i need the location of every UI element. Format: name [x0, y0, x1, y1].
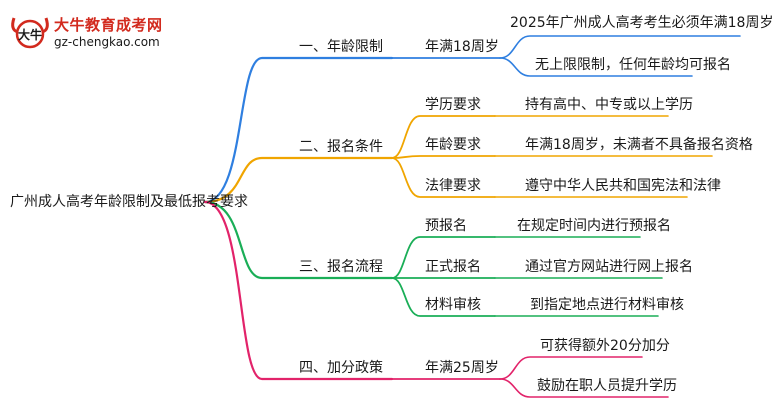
node-review: 材料审核	[425, 297, 481, 313]
node-education: 学历要求	[425, 97, 481, 113]
site-logo: 大牛 大牛教育成考网 gz-chengkao.com	[8, 10, 188, 54]
node-pre-register: 预报名	[425, 218, 467, 234]
node-formal-register: 正式报名	[425, 259, 481, 275]
logo-mark-text: 大牛	[18, 27, 42, 42]
leaf-connector	[499, 378, 669, 398]
leaf-pre-register: 在规定时间内进行预报名	[517, 218, 671, 234]
branch-process: 三、报名流程	[299, 259, 383, 275]
mindmap-connectors	[203, 35, 741, 398]
leaf-connector	[499, 35, 741, 59]
child-connector	[391, 277, 496, 317]
node-law: 法律要求	[425, 178, 481, 194]
branch-connector	[203, 56, 394, 204]
leaf-age-18-required: 2025年广州成人高考考生必须年满18周岁	[510, 15, 773, 31]
leaf-connector	[499, 57, 693, 77]
branch-connector	[203, 156, 394, 204]
leaf-review: 到指定地点进行材料审核	[530, 297, 684, 313]
branch-requirements: 二、报名条件	[299, 139, 383, 155]
leaf-connector	[499, 356, 643, 380]
leaf-no-upper-limit: 无上限限制，任何年龄均可报名	[535, 57, 731, 73]
leaf-education: 持有高中、中专或以上学历	[525, 97, 693, 113]
node-age-25: 年满25周岁	[425, 360, 499, 376]
branch-connector	[203, 200, 394, 381]
branch-bonus: 四、加分政策	[299, 360, 383, 376]
child-connector	[391, 236, 496, 279]
leaf-extra-20: 可获得额外20分加分	[540, 338, 670, 354]
root-topic: 广州成人高考年龄限制及最低报考要求	[10, 194, 248, 210]
branch-connector	[203, 200, 394, 280]
child-connector	[391, 157, 496, 198]
leaf-age-req: 年满18周岁，未满者不具备报名资格	[525, 137, 753, 153]
node-age-req: 年龄要求	[425, 137, 481, 153]
leaf-law: 遵守中华人民共和国宪法和法律	[525, 178, 721, 194]
child-connector	[391, 115, 496, 159]
site-name: 大牛教育成考网	[54, 16, 163, 34]
leaf-encourage: 鼓励在职人员提升学历	[537, 378, 677, 394]
ox-logo-icon: 大牛	[11, 17, 49, 49]
leaf-formal-register: 通过官方网站进行网上报名	[525, 259, 693, 275]
branch-age-limit: 一、年龄限制	[299, 39, 383, 55]
node-age-18: 年满18周岁	[425, 39, 499, 55]
site-url: gz-chengkao.com	[54, 35, 160, 49]
child-connector	[391, 155, 496, 159]
mindmap-canvas: 大牛 大牛教育成考网 gz-chengkao.com 广州成人高考年龄限制及最低…	[8, 10, 773, 398]
